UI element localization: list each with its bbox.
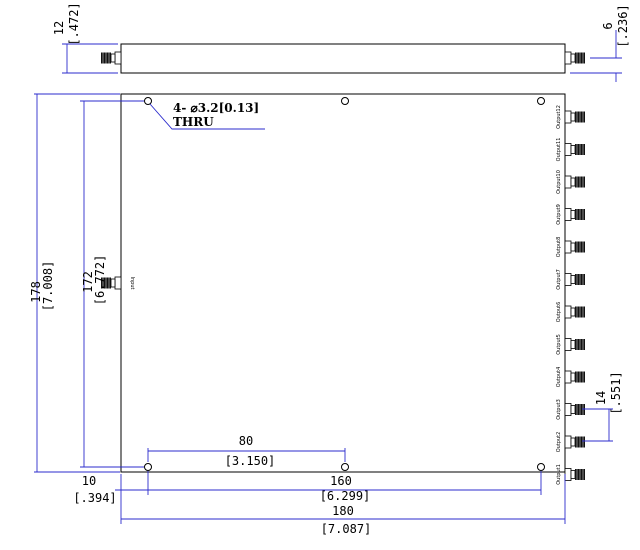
- long-spacing-dimension: 160 [6.299]: [148, 471, 542, 503]
- mounting-hole-bottom-left: [144, 463, 152, 471]
- output-label: Output10: [556, 170, 562, 194]
- sma-connector-icon: [564, 208, 586, 221]
- sma-connector-icon: [564, 403, 586, 416]
- output-label: Output8: [556, 237, 562, 258]
- output-connector: Output5: [556, 334, 586, 355]
- short-spacing-mm: 80: [239, 434, 253, 448]
- hole-note-size: 4- ⌀3.2[0.13]: [173, 101, 259, 115]
- side-input-connector: [100, 51, 122, 65]
- output-connector: Output10: [556, 170, 586, 194]
- output-label: Output12: [556, 105, 562, 129]
- hole-height-dimension: 172 [6.772]: [80, 100, 144, 468]
- output-label: Output3: [556, 399, 562, 420]
- side-view-body: [120, 43, 566, 74]
- overall-width-mm: 180: [332, 504, 354, 518]
- hole-height-mm: 172: [81, 271, 95, 293]
- mounting-hole-top-middle: [341, 97, 349, 105]
- overall-width-dimension: 180 [7.087]: [121, 474, 566, 536]
- side-connector-in: [.236]: [616, 4, 630, 47]
- input-connector: Input: [100, 276, 135, 290]
- top-view-body: [120, 93, 566, 473]
- sma-connector-icon: [564, 468, 586, 481]
- sma-connector-icon: [564, 370, 586, 384]
- edge-offset-mm: 10: [82, 474, 96, 488]
- sma-connector-icon: [564, 240, 586, 254]
- output-label: Output1: [556, 464, 562, 485]
- overall-height-in: [7.008]: [41, 261, 55, 312]
- mounting-hole-bottom-right: [537, 463, 545, 471]
- hole-note: 4- ⌀3.2[0.13] THRU: [149, 101, 265, 130]
- side-height-dimension: 12 [.472]: [52, 2, 118, 74]
- output-label: Output2: [556, 432, 562, 453]
- output-connector: Output7: [556, 269, 586, 290]
- sma-connector-icon: [564, 338, 586, 351]
- port-pitch-dimension: 14 [.551]: [582, 371, 623, 442]
- edge-offset-in: [.394]: [73, 491, 116, 505]
- long-spacing-in: [6.299]: [320, 489, 371, 503]
- output-label: Output5: [556, 334, 562, 355]
- sma-connector-icon: [564, 273, 586, 286]
- output-connectors: Output12Output11Output10Output9Output8Ou…: [556, 105, 586, 485]
- side-height-in: [.472]: [67, 2, 81, 45]
- side-height-mm: 12: [52, 21, 66, 35]
- top-view: 4- ⌀3.2[0.13] THRU Input Output12Output1…: [29, 93, 623, 536]
- output-connector: Output3: [556, 399, 586, 420]
- output-label: Output11: [556, 138, 562, 162]
- output-connector: Output6: [556, 302, 586, 323]
- side-connector-mm: 6: [601, 22, 615, 29]
- port-pitch-mm: 14: [594, 391, 608, 405]
- output-connector: Output4: [556, 367, 586, 388]
- sma-connector-icon: [564, 143, 586, 156]
- sma-connector-icon: [564, 435, 586, 449]
- output-label: Output4: [556, 367, 562, 388]
- side-connector-dimension: 6 [.236]: [570, 4, 630, 82]
- output-connector: Output8: [556, 237, 586, 258]
- output-connector: Output12: [556, 105, 586, 129]
- sma-connector-icon: [564, 110, 586, 124]
- overall-height-dimension: 178 [7.008]: [29, 93, 120, 473]
- hole-note-thru: THRU: [173, 115, 214, 129]
- hole-height-in: [6.772]: [93, 255, 107, 306]
- overall-width-in: [7.087]: [321, 522, 372, 536]
- output-label: Output6: [556, 302, 562, 323]
- mounting-hole-bottom-middle: [341, 463, 349, 471]
- output-connector: Output2: [556, 432, 586, 453]
- short-spacing-in: [3.150]: [225, 454, 276, 468]
- overall-height-mm: 178: [29, 281, 43, 303]
- side-view: 12 [.472] 6 [.236]: [52, 2, 630, 82]
- mounting-hole-top-left: [144, 97, 152, 105]
- mounting-hole-top-right: [537, 97, 545, 105]
- output-label: Output9: [556, 204, 562, 225]
- port-pitch-in: [.551]: [609, 371, 623, 414]
- output-label: Output7: [556, 269, 562, 290]
- edge-offset-dimension: 10 [.394]: [73, 471, 149, 524]
- output-connector: Output11: [556, 138, 586, 162]
- long-spacing-mm: 160: [330, 474, 352, 488]
- sma-connector-icon: [564, 305, 586, 319]
- sma-connector-icon: [564, 175, 586, 189]
- output-connector: Output9: [556, 204, 586, 225]
- input-label: Input: [129, 277, 135, 290]
- output-connector: Output1: [556, 464, 586, 485]
- side-output-connector: [564, 51, 586, 65]
- short-spacing-dimension: 80 [3.150]: [147, 434, 346, 468]
